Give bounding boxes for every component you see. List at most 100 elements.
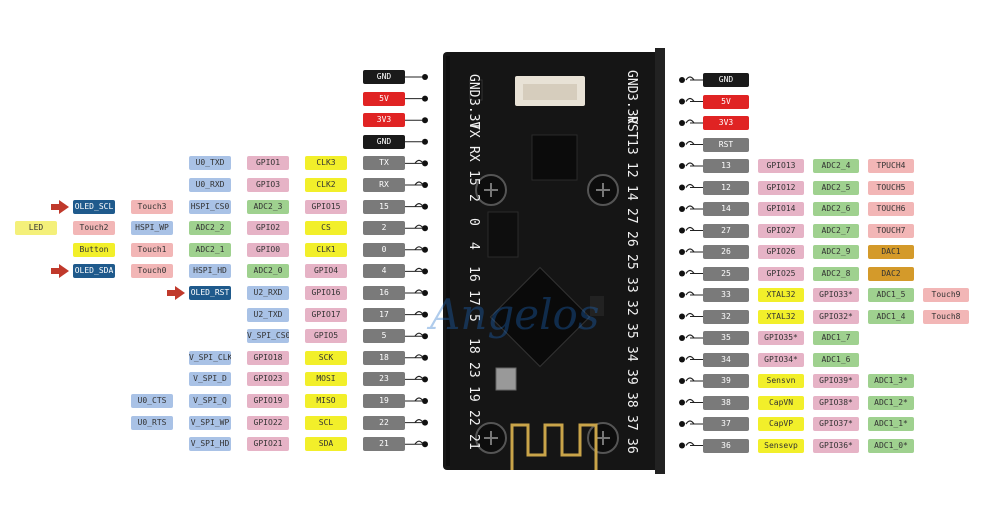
pin-label-gpio23: GPIO23 (247, 372, 289, 387)
silk-right-34: 34 (624, 346, 639, 362)
pin-label-34: 34 (703, 352, 749, 367)
pin-trace (414, 440, 424, 445)
pin-label-38: 38 (703, 395, 749, 410)
pin-label-xtal32: XTAL32 (758, 309, 804, 324)
pin-label-u0-rxd: U0_RXD (189, 178, 231, 192)
pin-trace (414, 203, 424, 207)
pin-label-36: 36 (703, 438, 749, 453)
pin-label-gpio17: GPIO17 (305, 307, 347, 322)
silk-left-0: 0 (466, 218, 481, 226)
pin-dot (422, 441, 428, 448)
pin-label-22: 22 (363, 415, 405, 430)
pin-trace (685, 441, 695, 446)
pin-label-rst: RST (703, 137, 749, 152)
pin-label-oled-rst: OLED_RST (189, 286, 231, 300)
silk-right-12: 12 (624, 162, 639, 178)
pin-trace (414, 397, 424, 402)
pin-label-touch0: Touch0 (131, 264, 173, 279)
pin-label-adc1-0: ADC1_0* (868, 438, 914, 453)
pin-dot (679, 335, 685, 341)
pin-trace (414, 311, 424, 315)
pin-trace (685, 183, 695, 188)
pin-label-clk3: CLK3 (305, 156, 347, 171)
pin-label-touch7: TOUCH7 (868, 223, 914, 238)
pin-label-adc1-6: ADC1_6 (813, 352, 859, 367)
pin-label-12: 12 (703, 180, 749, 195)
pin-label-adc2-5: ADC2_5 (813, 180, 859, 195)
pin-label-gpio16: GPIO16 (305, 286, 347, 300)
silk-left-15: 15 (466, 170, 481, 186)
pin-label-5: 5 (363, 329, 405, 344)
red-arrow-shaft (51, 203, 59, 210)
pin-label-v-spi-clk: V_SPI_CLK (189, 350, 231, 365)
pin-label-adc2-0: ADC2_0 (247, 264, 289, 279)
pin-label-adc1-7: ADC1_7 (813, 331, 859, 345)
pin-label-gpio3: GPIO3 (247, 178, 289, 192)
pin-label-sensevp: Sensevp (758, 438, 804, 453)
pin-dot (679, 77, 685, 83)
pin-label-gpio39: GPIO39* (813, 374, 859, 388)
pin-label-gnd: GND (363, 70, 405, 84)
pin-label-dac1: DAC1 (868, 245, 914, 259)
silk-left-19: 19 (466, 386, 481, 402)
red-arrow-icon (59, 199, 69, 214)
usb-chip (531, 134, 578, 181)
pin-label-adc2-4: ADC2_4 (813, 159, 859, 173)
silk-right-gnd: GND (624, 70, 639, 94)
transistor-part (469, 79, 483, 101)
pin-trace (685, 312, 695, 317)
watermark: Angelos (430, 290, 600, 339)
pin-trace (685, 140, 695, 145)
pin-label-gpio0: GPIO0 (247, 242, 289, 257)
pin-dot (679, 141, 685, 148)
pin-dot (422, 95, 428, 102)
silk-right-3-3v: 3.3V (624, 93, 639, 124)
pin-label-tx: TX (363, 156, 405, 171)
header-strip (655, 48, 665, 474)
pin-label-39: 39 (703, 374, 749, 388)
pin-label-gpio15: GPIO15 (305, 199, 347, 214)
pin-trace (414, 375, 424, 380)
pin-label-gpio34: GPIO34* (758, 352, 804, 367)
pin-trace (414, 224, 424, 229)
pin-label-dac2: DAC2 (868, 266, 914, 281)
pin-dot (679, 270, 685, 277)
pin-dot (679, 356, 685, 363)
pin-trace (685, 226, 695, 231)
pin-label-adc2-8: ADC2_8 (813, 266, 859, 281)
pin-dot (422, 160, 428, 167)
pin-label-gpio32: GPIO32* (813, 309, 859, 324)
pin-dot (422, 290, 428, 296)
pin-dot (679, 184, 685, 191)
pin-label-adc1-4: ADC1_4 (868, 309, 914, 324)
pin-label-adc1-5: ADC1_5 (868, 288, 914, 302)
smd-part (590, 296, 604, 316)
pin-label-adc1-3: ADC1_3* (868, 374, 914, 388)
pin-trace (685, 97, 695, 102)
pin-label-hspi-wp: HSPI_WP (131, 221, 173, 236)
pin-label-mosi: MOSI (305, 372, 347, 387)
pin-trace (685, 291, 695, 296)
pin-label-u0-rts: U0_RTS (131, 415, 173, 430)
pin-dot (422, 376, 428, 383)
silk-left-17: 17 (466, 290, 481, 306)
pin-dot (679, 206, 685, 212)
pin-trace (685, 377, 695, 382)
pin-label-xtal32: XTAL32 (758, 288, 804, 302)
pin-dot (422, 311, 428, 318)
pin-label-adc2-6: ADC2_6 (813, 202, 859, 216)
pin-label-adc1-2: ADC1_2* (868, 395, 914, 410)
pin-label-button: Button (73, 242, 115, 257)
silk-left-5: 5 (466, 314, 481, 322)
silk-left-22: 22 (466, 410, 481, 426)
silk-right-37: 37 (624, 415, 639, 431)
board-edge (446, 56, 450, 466)
silk-left-18: 18 (466, 338, 481, 354)
pin-label-v-spi-cs0: V_SPI_CS0 (247, 329, 289, 344)
pin-dot (679, 227, 685, 234)
silk-right-25: 25 (624, 254, 639, 270)
pin-label-3v3: 3V3 (703, 116, 749, 130)
silk-right-32: 32 (624, 300, 639, 316)
pin-trace (685, 334, 695, 339)
pin-label-sensvn: Sensvn (758, 374, 804, 388)
